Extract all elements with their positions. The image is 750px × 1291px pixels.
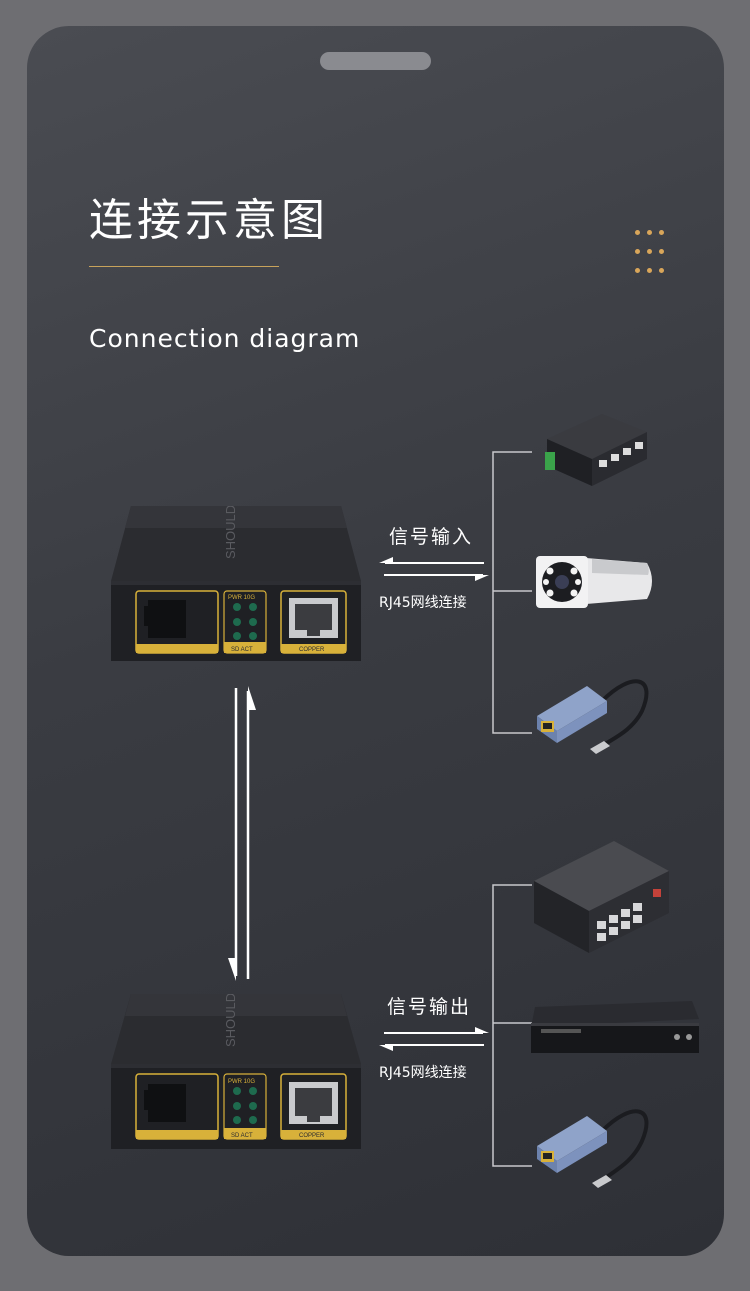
usb-ethernet-adapter-icon <box>532 1101 657 1196</box>
page-title: 连接示意图 <box>89 195 329 246</box>
svg-text:SD ACT: SD ACT <box>231 1133 253 1139</box>
poe-switch-icon <box>529 841 674 956</box>
brand-text: SHOULD <box>223 506 238 559</box>
bidirectional-arrow-icon <box>379 556 489 582</box>
cable-label-top: RJ45网线连接 <box>379 595 467 611</box>
connection-bracket-top <box>492 451 532 736</box>
dots-decoration-icon <box>635 230 665 276</box>
port-label: COPPER <box>299 1133 325 1139</box>
signal-output-label: 信号输出 <box>387 996 472 1018</box>
vertical-bidirectional-arrow-icon <box>225 686 259 981</box>
usb-ethernet-adapter-icon <box>532 671 657 761</box>
bullet-camera-icon <box>532 551 657 616</box>
svg-text:PWR 10G: PWR 10G <box>228 1079 255 1085</box>
diagram-card: 连接示意图 Connection diagram SHOULD PWR 10G <box>27 26 724 1256</box>
cable-label-bottom: RJ45网线连接 <box>379 1065 467 1081</box>
video-recorder-icon <box>527 999 702 1057</box>
network-switch-icon <box>537 414 652 489</box>
signal-input-label: 信号输入 <box>389 526 474 548</box>
port-label: COPPER <box>299 647 325 653</box>
media-converter-bottom: SHOULD PWR 10G SD ACT COPPER <box>111 994 361 1149</box>
svg-text:SD ACT: SD ACT <box>231 647 253 653</box>
svg-text:PWR 10G: PWR 10G <box>228 595 255 601</box>
media-converter-top: SHOULD PWR 10G SD ACT COPPER <box>111 506 361 661</box>
card-handle <box>320 52 431 70</box>
connection-bracket-bottom <box>492 884 532 1169</box>
bidirectional-arrow-icon <box>379 1026 489 1052</box>
title-underline <box>89 266 279 267</box>
page-subtitle: Connection diagram <box>89 324 361 353</box>
brand-text: SHOULD <box>223 994 238 1047</box>
